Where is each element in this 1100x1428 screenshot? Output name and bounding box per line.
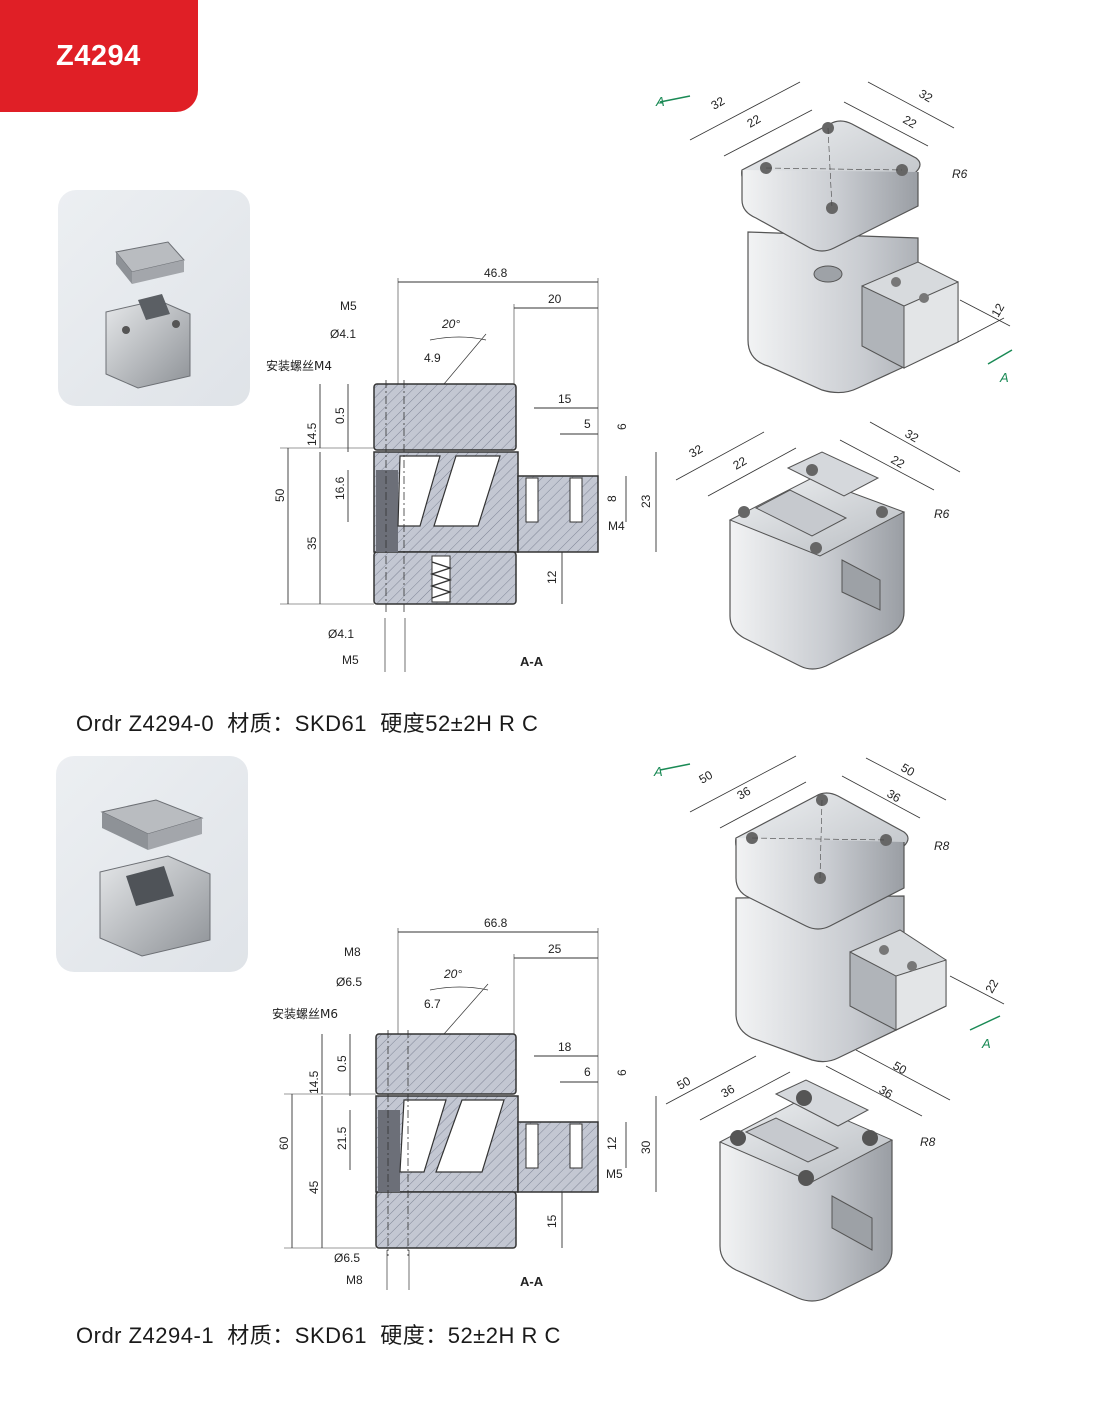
iso0-side: 12 bbox=[988, 301, 1007, 320]
dim-overall-width-0: 46.8 bbox=[484, 266, 508, 280]
iso0b-d1: 22 bbox=[731, 454, 750, 473]
dim-total-0: 50 bbox=[273, 488, 287, 502]
dim-right-width-0: 20 bbox=[548, 292, 562, 306]
iso1-d1: 36 bbox=[735, 784, 754, 803]
iso-base-0 bbox=[675, 421, 961, 670]
dim-foot-s-1: 6 bbox=[584, 1065, 591, 1079]
dim-hole-b-0: Ø4.1 bbox=[328, 627, 354, 641]
section-view-0 bbox=[280, 278, 657, 672]
dim-thread-1: M5 bbox=[606, 1167, 623, 1181]
dim-gap-1: 0.5 bbox=[335, 1055, 349, 1072]
dim-install-0: 安装螺丝M4 bbox=[266, 358, 332, 373]
iso0b-w2: 32 bbox=[903, 426, 922, 445]
iso0-d1: 22 bbox=[745, 112, 764, 131]
dim-screw-b-1: M8 bbox=[346, 1273, 363, 1287]
section-label-1: A-A bbox=[520, 1274, 544, 1289]
dim-mid-0: 16.6 bbox=[333, 476, 347, 500]
iso0-r: R6 bbox=[952, 167, 968, 181]
iso1-w2: 50 bbox=[899, 760, 918, 779]
dim-foot-tol-1: 6 bbox=[615, 1069, 629, 1076]
dim-foot-tol-0: 6 bbox=[615, 423, 629, 430]
iso1b-w1: 50 bbox=[675, 1074, 694, 1093]
arrow-a-top-1: A bbox=[653, 764, 663, 779]
arrow-a-top-0: A bbox=[655, 94, 665, 109]
section-view-1 bbox=[284, 928, 657, 1290]
iso-assembly-1 bbox=[659, 755, 1005, 1063]
page-title: Z4294 bbox=[56, 40, 141, 72]
dim-foot-h-1: 12 bbox=[605, 1136, 619, 1150]
dim-mid-1: 21.5 bbox=[335, 1126, 349, 1150]
iso1b-d1: 36 bbox=[719, 1082, 738, 1101]
iso1-w1: 50 bbox=[697, 768, 716, 787]
dim-bot-0: 12 bbox=[545, 570, 559, 584]
dim-foot-tot-1: 30 bbox=[639, 1140, 653, 1154]
dim-foot-h-0: 8 bbox=[605, 495, 619, 502]
dim-foot-w-1: 18 bbox=[558, 1040, 572, 1054]
iso0-w2: 32 bbox=[917, 86, 936, 105]
iso0-d2: 22 bbox=[901, 112, 920, 131]
dim-screw-1: M8 bbox=[344, 945, 361, 959]
dim-foot-w-0: 15 bbox=[558, 392, 572, 406]
dim-angle-0: 20° bbox=[441, 317, 460, 331]
iso1-d2: 36 bbox=[885, 786, 904, 805]
iso0b-w1: 32 bbox=[687, 442, 706, 461]
dim-foot-tot-0: 23 bbox=[639, 494, 653, 508]
dim-hole-b-1: Ø6.5 bbox=[334, 1251, 360, 1265]
dim-hole-0: Ø4.1 bbox=[330, 327, 356, 341]
dim-screw-b-0: M5 bbox=[342, 653, 359, 667]
dim-hole-1: Ø6.5 bbox=[336, 975, 362, 989]
iso1b-d2: 36 bbox=[877, 1082, 896, 1101]
header-tab: Z4294 bbox=[0, 0, 198, 112]
dim-screw-0: M5 bbox=[340, 299, 357, 313]
product-photo-0 bbox=[58, 190, 250, 406]
dim-offset-0: 4.9 bbox=[424, 351, 441, 365]
product-photo-1 bbox=[56, 756, 248, 972]
arrow-a-bot-0: A bbox=[999, 370, 1009, 385]
iso1-side: 22 bbox=[982, 977, 1001, 996]
dim-foot-s-0: 5 bbox=[584, 417, 591, 431]
iso1-r: R8 bbox=[934, 839, 950, 853]
dim-gap-0: 0.5 bbox=[333, 407, 347, 424]
dim-angle-1: 20° bbox=[443, 967, 462, 981]
iso0b-r: R6 bbox=[934, 507, 950, 521]
iso0b-d2: 22 bbox=[889, 452, 908, 471]
dim-right-width-1: 25 bbox=[548, 942, 562, 956]
dim-body-1: 45 bbox=[307, 1180, 321, 1194]
dim-offset-1: 6.7 bbox=[424, 997, 441, 1011]
dim-top-1: 14.5 bbox=[307, 1070, 321, 1094]
iso0-w1: 32 bbox=[709, 94, 728, 113]
iso-assembly-0 bbox=[659, 81, 1013, 394]
order-caption-0: Ordr Z4294-0 材质：SKD61 硬度52±2H R C bbox=[76, 711, 539, 736]
dim-total-1: 60 bbox=[277, 1136, 291, 1150]
section-label-0: A-A bbox=[520, 654, 544, 669]
iso1b-r: R8 bbox=[920, 1135, 936, 1149]
dim-bot-1: 15 bbox=[545, 1214, 559, 1228]
dim-overall-width-1: 66.8 bbox=[484, 916, 508, 930]
arrow-a-bot-1: A bbox=[981, 1036, 991, 1051]
dim-top-0: 14.5 bbox=[305, 422, 319, 446]
order-caption-1: Ordr Z4294-1 材质：SKD61 硬度：52±2H R C bbox=[76, 1323, 561, 1348]
iso1b-w2: 50 bbox=[891, 1058, 910, 1077]
dim-install-1: 安装螺丝M6 bbox=[272, 1006, 338, 1021]
iso-base-1 bbox=[665, 1049, 951, 1302]
dim-body-0: 35 bbox=[305, 536, 319, 550]
dim-thread-0: M4 bbox=[608, 519, 625, 533]
